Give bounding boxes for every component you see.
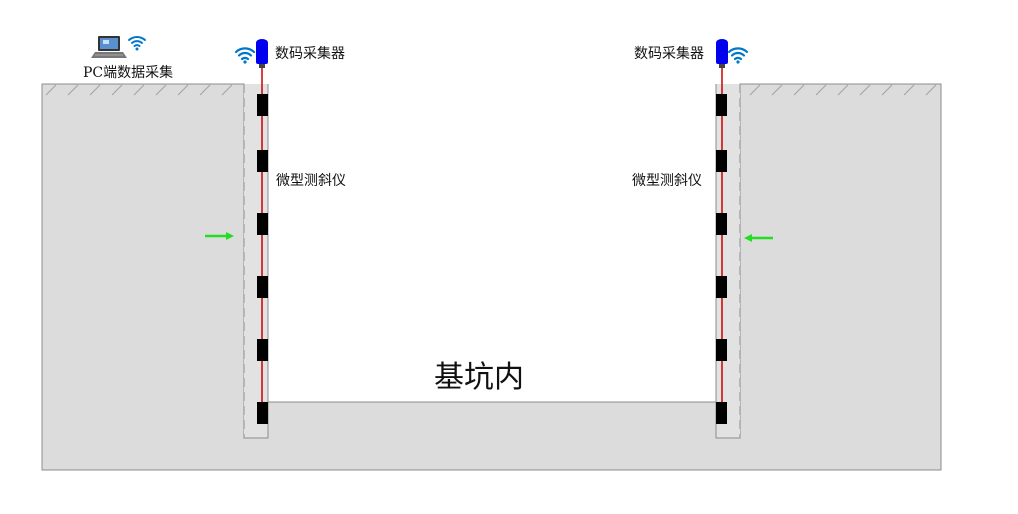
retaining-wall-right [715,84,741,439]
data-collector-icon [716,39,728,68]
sensor [257,94,268,116]
inclinometer-label-right: 微型测斜仪 [632,173,702,189]
sensor [257,276,268,298]
sensor [716,213,727,235]
sensor [716,339,727,361]
sensor [257,402,268,424]
surface-hatch-right [744,84,940,96]
inclinometer-sensors-right [716,94,727,424]
sensor [716,276,727,298]
sensor [257,213,268,235]
wifi-icon [727,47,749,64]
retaining-wall-left [243,84,269,439]
sensor [716,402,727,424]
collector-label-right: 数码采集器 [634,46,704,62]
sensor [257,150,268,172]
wifi-icon [234,47,256,64]
sensor [716,150,727,172]
arrow-icon [744,234,773,242]
pc-collection-label: PC端数据采集 [83,65,174,81]
pit-inside-label: 基坑内 [434,360,524,395]
inclinometer-label-left: 微型测斜仪 [276,173,346,189]
sensor [257,339,268,361]
pit-area [268,84,716,402]
arrow-icon [205,232,234,240]
data-collector-icon [256,39,268,68]
inclinometer-sensors-left [257,94,268,424]
collector-label-left: 数码采集器 [275,46,345,62]
laptop-icon [91,36,127,58]
surface-hatch-left [44,84,242,96]
wifi-icon [128,36,146,51]
sensor [716,94,727,116]
